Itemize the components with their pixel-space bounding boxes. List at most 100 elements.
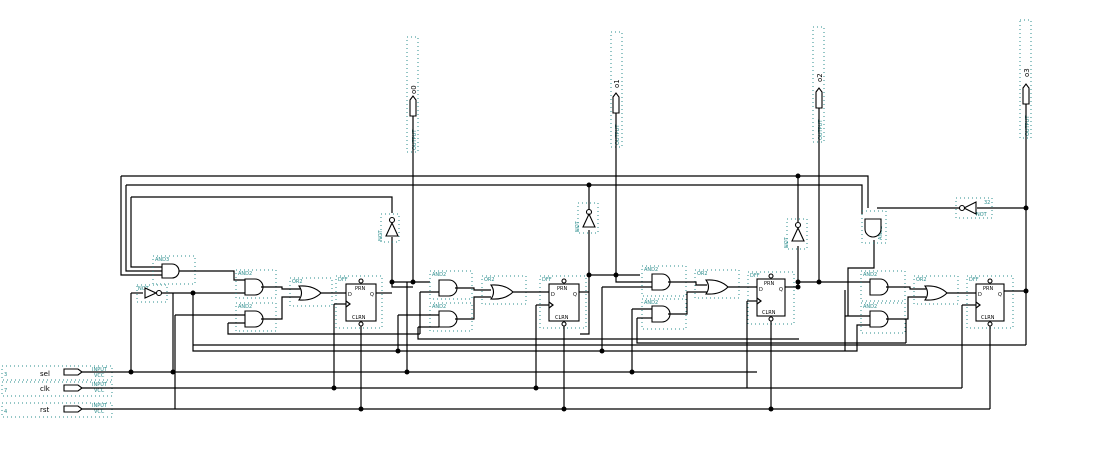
feedback-wires — [120, 175, 1026, 316]
and2-gate-s2b[interactable]: AND2 — [641, 298, 687, 330]
not-gate-fb2[interactable]: NOT — [784, 218, 808, 250]
svg-text:3: 3 — [4, 372, 7, 378]
svg-text:D: D — [978, 292, 982, 298]
svg-text:Q: Q — [573, 292, 577, 298]
svg-text:CLRN: CLRN — [352, 315, 366, 321]
and2-gate-s0a[interactable]: AND2 — [235, 269, 277, 299]
not-gate-icon — [582, 212, 596, 228]
svg-text:PRN: PRN — [557, 286, 567, 292]
not-gate-sel[interactable]: NOT — [136, 284, 168, 303]
and2-gate-s3b[interactable]: AND2 — [860, 302, 906, 334]
svg-text:DFF: DFF — [542, 277, 552, 283]
and2-gate-s1b[interactable]: AND2 — [429, 302, 473, 332]
output-pin-o1[interactable]: o1 OUTPUT — [610, 31, 623, 275]
svg-text:AND3: AND3 — [155, 257, 169, 263]
or2-gate-s0[interactable]: OR2 — [289, 277, 333, 307]
svg-text:AND2: AND2 — [432, 304, 446, 310]
input-pin-sel[interactable]: 3 sel INPUT VCC — [1, 365, 113, 381]
not-gate-icon — [144, 287, 158, 299]
svg-text:OUTPUT: OUTPUT — [1025, 115, 1031, 136]
svg-text:CLRN: CLRN — [555, 315, 569, 321]
svg-text:CLRN: CLRN — [762, 310, 776, 316]
output-pin-o0[interactable]: o0 OUTPUT — [406, 36, 419, 282]
input-pin-icon — [63, 384, 83, 392]
svg-text:CLRN: CLRN — [981, 315, 995, 321]
and2-gate-s3a[interactable]: AND2 — [860, 270, 906, 302]
output-pin-o2[interactable]: o2 OUTPUT — [812, 26, 825, 282]
dff-s1[interactable]: DFF PRN D Q CLRN — [539, 275, 587, 329]
svg-text:PRN: PRN — [983, 286, 993, 292]
input-pin-clk[interactable]: 7 clk INPUT VCC — [1, 381, 113, 397]
svg-text:OR2: OR2 — [484, 277, 495, 283]
svg-text:7: 7 — [4, 388, 7, 394]
svg-text:INPUT: INPUT — [92, 403, 108, 409]
svg-text:o2: o2 — [816, 73, 824, 82]
and2-gate-feedback-top[interactable]: AND2 — [861, 210, 887, 244]
svg-text:Q: Q — [779, 287, 783, 293]
and-gate-icon — [864, 218, 882, 238]
input-pin-icon — [63, 405, 83, 413]
or2-gate-s1[interactable]: OR2 — [481, 275, 527, 305]
and3-gate-feedback[interactable]: AND3 — [152, 255, 196, 285]
or2-gate-s3[interactable]: OR2 — [913, 275, 959, 305]
input-label-sel: sel — [40, 370, 50, 378]
svg-text:D: D — [551, 292, 555, 298]
or-gate-icon — [489, 284, 514, 300]
dff-s0[interactable]: DFF PRN D Q CLRN — [335, 275, 383, 329]
svg-text:o1: o1 — [613, 79, 621, 88]
dff-icon — [975, 283, 1005, 322]
not-gate-fb3[interactable]: 32 NOT — [955, 197, 993, 219]
and-gate-icon — [244, 310, 264, 328]
svg-text:AND2: AND2 — [644, 300, 658, 306]
and-gate-icon — [651, 305, 671, 323]
dff-icon — [548, 283, 580, 322]
and2-gate-s0b[interactable]: AND2 — [235, 302, 277, 332]
svg-text:OUTPUT: OUTPUT — [615, 124, 621, 145]
output-pin-icon — [409, 95, 417, 117]
svg-text:Q: Q — [370, 292, 374, 298]
stage-0: AND2 AND2 OR2 DFF PRN D Q CLRN — [174, 237, 430, 409]
svg-text:4: 4 — [4, 409, 7, 415]
dff-s2[interactable]: DFF PRN D Q CLRN — [747, 271, 795, 325]
svg-text:NOT: NOT — [575, 220, 581, 232]
output-pin-o3[interactable]: o3 OUTPUT — [1019, 19, 1032, 345]
svg-text:INPUT: INPUT — [92, 367, 108, 373]
and2-gate-s1a[interactable]: AND2 — [429, 270, 473, 300]
and-gate-icon — [244, 278, 264, 296]
output-pin-icon — [612, 92, 620, 114]
svg-text:o0: o0 — [410, 85, 418, 94]
svg-text:OUTPUT: OUTPUT — [412, 129, 418, 150]
dff-icon — [345, 283, 377, 322]
svg-text:AND2: AND2 — [863, 304, 877, 310]
svg-text:32: 32 — [984, 200, 990, 206]
svg-text:OR2: OR2 — [292, 279, 303, 285]
input-pin-rst[interactable]: 4 rst INPUT VCC — [1, 402, 113, 418]
stage-1: AND2 AND2 OR2 DFF PRN D Q CLRN — [397, 230, 799, 409]
or2-gate-s2[interactable]: OR2 — [694, 269, 740, 299]
svg-text:Q: Q — [998, 292, 1002, 298]
not-gate-icon — [385, 221, 399, 237]
svg-text:AND2: AND2 — [432, 272, 446, 278]
bus-wires — [82, 371, 990, 410]
svg-text:AND2: AND2 — [238, 304, 252, 310]
and2-gate-s2a[interactable]: AND2 — [641, 265, 687, 297]
svg-text:o3: o3 — [1023, 68, 1031, 77]
svg-text:AND2: AND2 — [644, 267, 658, 273]
not-gate-fb0[interactable]: NOT — [378, 213, 400, 243]
and-gate-icon — [438, 279, 458, 297]
svg-text:NOT: NOT — [378, 229, 384, 241]
and-gate-icon — [869, 310, 889, 328]
svg-text:D: D — [348, 292, 352, 298]
input-label-clk: clk — [40, 385, 51, 393]
stage-3: AND2 AND2 OR2 DFF PRN D Q CLRN — [193, 270, 1026, 409]
svg-text:OUTPUT: OUTPUT — [818, 119, 824, 140]
svg-text:VCC: VCC — [94, 373, 105, 379]
not-gate-fb1[interactable]: NOT — [575, 202, 599, 234]
input-pin-icon — [63, 368, 83, 376]
and-gate-icon — [869, 278, 889, 296]
dff-icon — [756, 278, 786, 317]
or-gate-icon — [297, 285, 322, 301]
input-label-rst: rst — [40, 406, 50, 414]
svg-text:PRN: PRN — [764, 281, 774, 287]
dff-s3[interactable]: DFF PRN D Q CLRN — [966, 275, 1014, 329]
